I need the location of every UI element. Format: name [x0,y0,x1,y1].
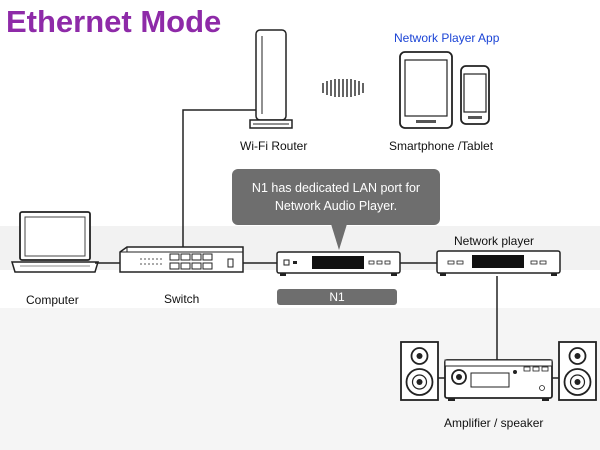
computer-label: Computer [26,293,79,307]
app-label: Network Player App [394,31,500,45]
left-speaker-icon [400,341,439,401]
switch-router-cable [182,109,256,250]
n1-label: N1 [277,289,397,305]
right-speaker-icon [558,341,597,401]
laptop-icon [10,211,100,273]
network-player-label: Network player [454,234,535,248]
wireless-waves-icon [322,79,364,97]
callout-pointer [331,224,347,250]
amplifier-label: Amplifier / speaker [444,416,544,430]
tablet-icon [399,51,453,129]
amplifier-icon [444,359,553,401]
router-label: Wi-Fi Router [240,139,308,153]
n1-device-icon [276,251,401,276]
network-player-icon [436,250,561,276]
switch-icon [119,246,244,273]
page-title: Ethernet Mode [6,4,222,39]
router-icon [249,29,293,129]
smartphone-icon [460,65,490,125]
callout-box: N1 has dedicated LAN port for Network Au… [232,169,440,225]
callout-line-2: Network Audio Player. [274,199,398,213]
smartphone-label: Smartphone /Tablet [389,139,494,153]
switch-label: Switch [164,292,200,306]
callout-line-1: N1 has dedicated LAN port for [251,181,421,195]
connection-lines [182,109,559,379]
